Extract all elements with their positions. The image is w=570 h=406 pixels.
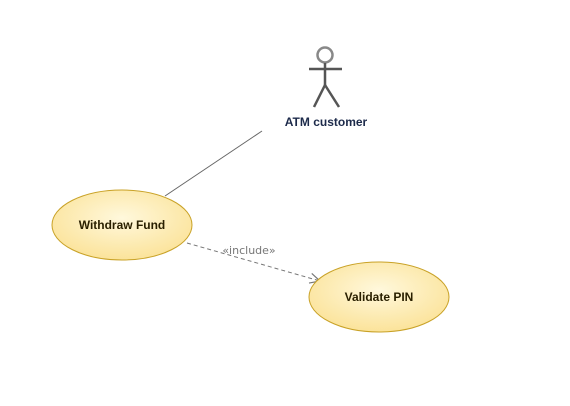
include-stereotype-label: «include» [222,244,275,257]
association-line[interactable] [164,130,263,197]
include-dependency-line[interactable] [186,242,320,281]
use-case-withdraw-fund[interactable]: Withdraw Fund [51,189,193,261]
use-case-label: Withdraw Fund [79,218,166,232]
stick-figure-icon [309,46,342,108]
actor-label: ATM customer [285,115,368,129]
actor-atm-customer[interactable]: ATM customer [285,46,368,130]
use-case-label: Validate PIN [345,290,414,304]
use-case-validate-pin[interactable]: Validate PIN [308,261,450,333]
